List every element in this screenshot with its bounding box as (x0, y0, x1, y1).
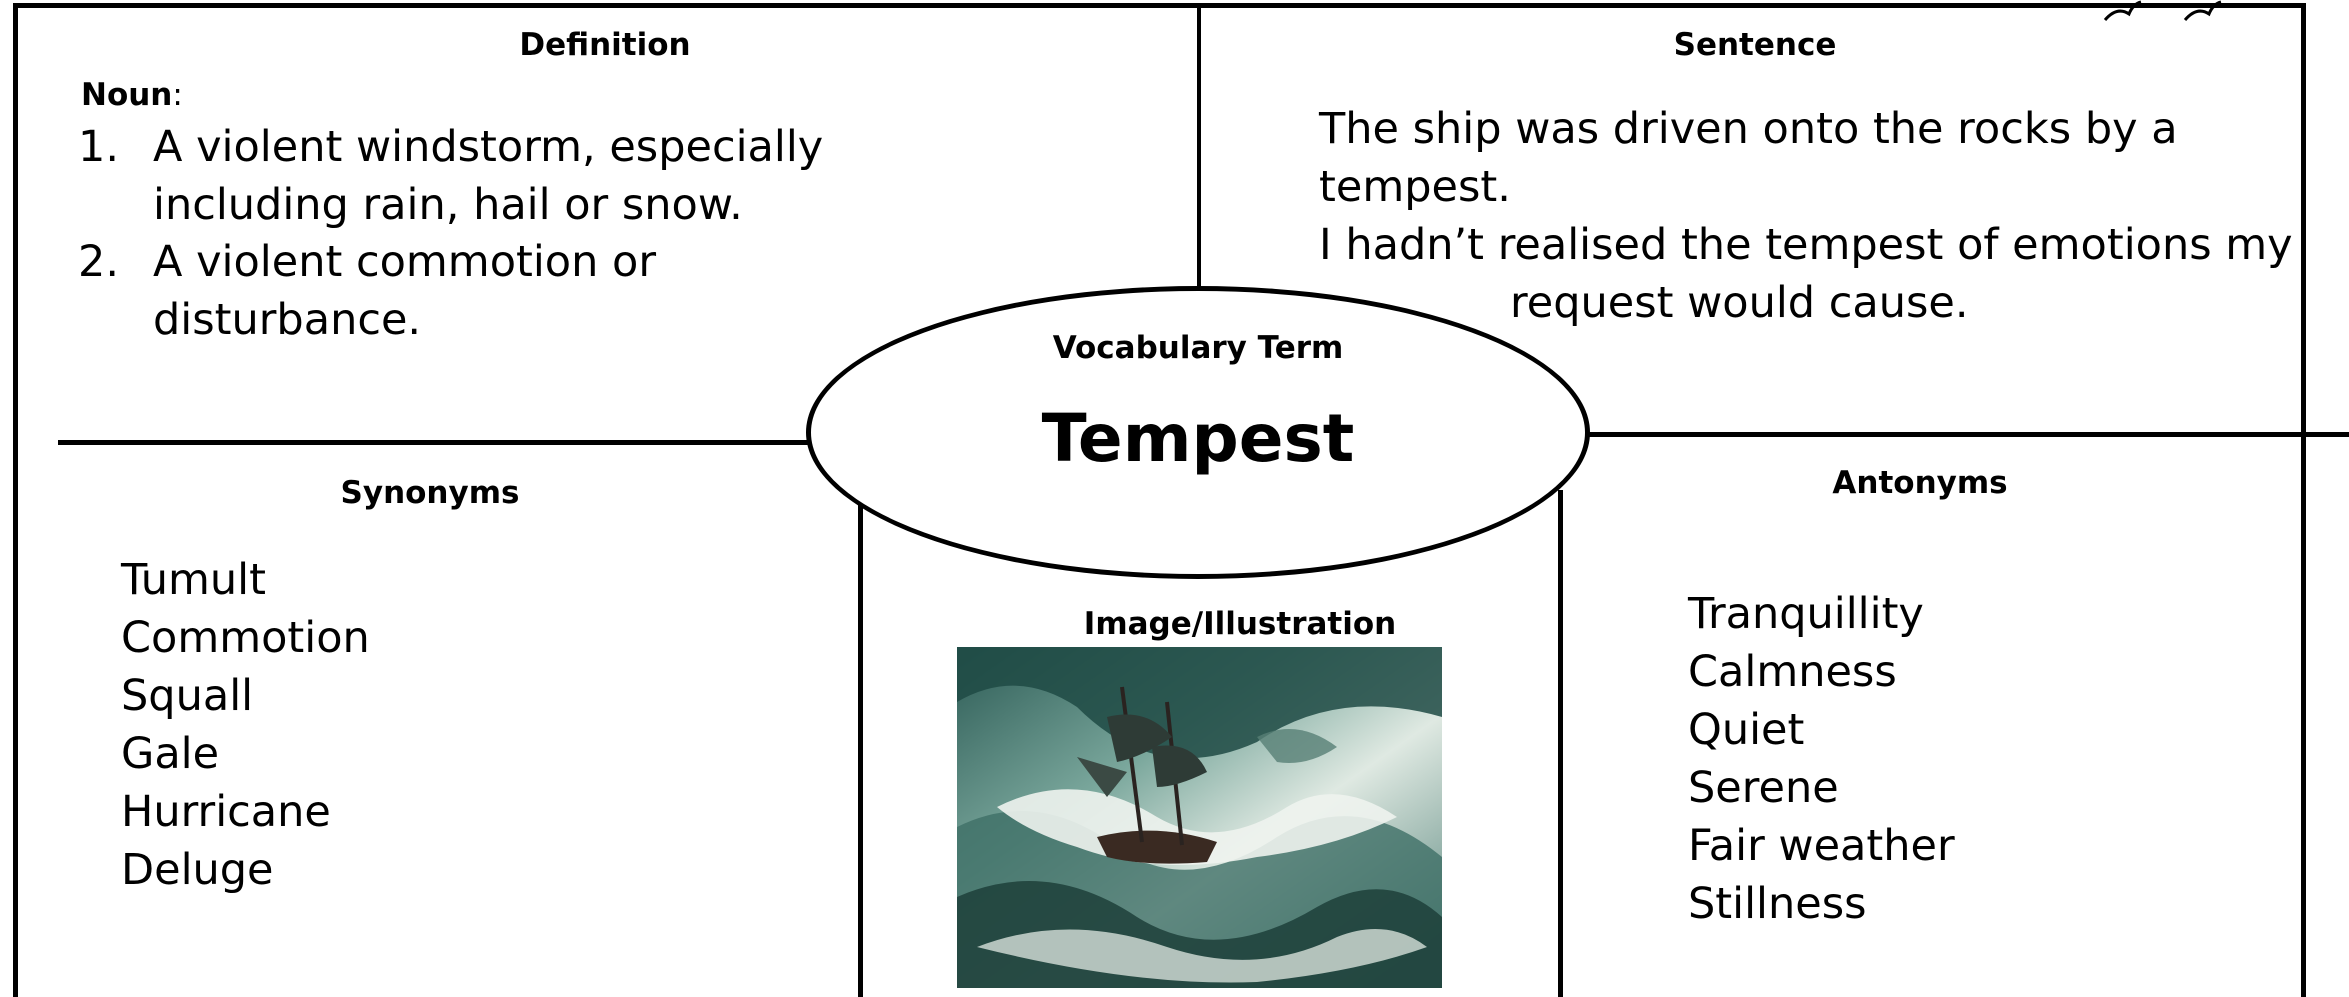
definition-item-1: 1. A violent windstorm, especially includ… (78, 118, 823, 234)
antonym-item: Serene (1688, 763, 1839, 813)
frame-right-border (2301, 3, 2306, 997)
image-box-left-border (858, 505, 863, 997)
antonym-item: Calmness (1688, 647, 1897, 697)
definition-item-text: A violent windstorm, especially (153, 122, 824, 172)
vocabulary-term-label: Vocabulary Term (1052, 330, 1344, 366)
synonym-item: Deluge (121, 845, 274, 895)
sentence-line: tempest. (1319, 162, 1511, 212)
right-horizontal-divider (1586, 432, 2349, 437)
synonyms-heading: Synonyms (340, 475, 520, 511)
definition-item-number: 1. (78, 122, 120, 172)
synonym-item: Hurricane (121, 787, 331, 837)
synonym-item: Gale (121, 729, 220, 779)
part-of-speech-label: Noun (81, 77, 173, 113)
synonym-item: Tumult (121, 555, 266, 605)
frame-left-border (13, 3, 18, 997)
synonyms-list: Tumult Commotion Squall Gale Hurricane D… (121, 551, 370, 899)
antonyms-list: Tranquillity Calmness Quiet Serene Fair … (1688, 585, 1955, 933)
sentence-heading: Sentence (1673, 27, 1837, 63)
synonym-item: Commotion (121, 613, 370, 663)
bird-silhouettes-icon (2103, 0, 2222, 22)
vocabulary-term-word: Tempest (1041, 400, 1355, 477)
antonym-item: Fair weather (1688, 821, 1955, 871)
antonym-item: Quiet (1688, 705, 1805, 755)
stormy-sea-ship-painting (957, 647, 1442, 988)
image-heading: Image/Illustration (1083, 606, 1397, 642)
definition-item-number: 2. (78, 237, 120, 287)
image-box-right-border (1558, 490, 1563, 997)
synonym-item: Squall (121, 671, 254, 721)
left-horizontal-divider (58, 440, 810, 445)
sentence-line: I hadn’t realised the tempest of emotion… (1319, 220, 2293, 270)
antonyms-heading: Antonyms (1832, 465, 2008, 501)
antonym-item: Tranquillity (1688, 589, 1924, 639)
part-of-speech: Noun: (81, 77, 183, 113)
vocabulary-term-oval: Vocabulary Term Tempest (806, 286, 1590, 579)
frame-top-border (13, 3, 2305, 8)
definition-item-text: disturbance. (153, 295, 422, 345)
sentence-line: The ship was driven onto the rocks by a (1319, 104, 2178, 154)
definition-item-text: A violent commotion or (153, 237, 657, 287)
definition-heading: Definition (519, 27, 691, 63)
definition-item-2: 2. A violent commotion or disturbance. (78, 233, 656, 349)
top-center-divider (1197, 3, 1201, 289)
antonym-item: Stillness (1688, 879, 1867, 929)
sentence-line: request would cause. (1510, 278, 1969, 328)
definition-item-text: including rain, hail or snow. (153, 180, 743, 230)
